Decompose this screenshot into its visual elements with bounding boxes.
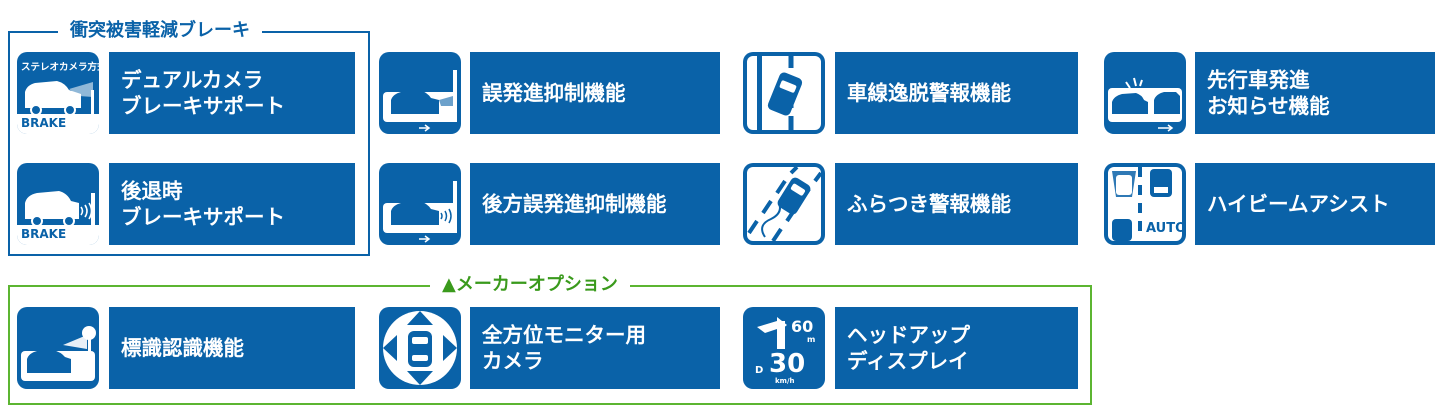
head-up-display-icon: 60 m D 30 km/h xyxy=(743,307,825,389)
feature-label-box: 先行車発進 お知らせ機能 xyxy=(1195,52,1435,134)
feature-label-box: デュアルカメラ ブレーキサポート xyxy=(109,52,355,134)
feature-label-line: 車線逸脱警報機能 xyxy=(847,81,1011,105)
hud-d-label: D xyxy=(755,365,764,376)
feature-label-box: 後退時 ブレーキサポート xyxy=(109,163,355,245)
feature-label-line: ブレーキサポート xyxy=(121,94,285,118)
dual-camera-car-icon: ステレオカメラ方式 BRAKE xyxy=(17,52,99,134)
feature-label-box: ハイビームアシスト xyxy=(1195,163,1435,245)
brake-group-title: 衝突被害軽減ブレーキ xyxy=(58,20,262,42)
feature-label-line: デュアルカメラ xyxy=(121,68,264,92)
high-beam-icon: AUTO xyxy=(1104,163,1186,245)
rear-misstart-car-icon xyxy=(379,163,461,245)
hud-limit-unit: m xyxy=(807,335,816,344)
hud-speed-unit: km/h xyxy=(775,377,795,385)
feature-label-line: 全方位モニター用 xyxy=(482,323,646,347)
feature-label-box: 標識認識機能 xyxy=(109,307,355,389)
feature-label-line: 後退時 xyxy=(121,179,183,203)
icon-brake-text: BRAKE xyxy=(21,227,67,241)
hud-speed-value: 30 xyxy=(769,349,806,379)
feature-label-box: 車線逸脱警報機能 xyxy=(835,52,1078,134)
reverse-brake-car-icon: BRAKE xyxy=(17,163,99,245)
feature-label-line: 先行車発進 xyxy=(1207,68,1310,92)
feature-label-box: 誤発進抑制機能 xyxy=(470,52,720,134)
feature-label-line: ブレーキサポート xyxy=(121,205,285,229)
wobble-warning-icon xyxy=(743,163,825,245)
sign-recognition-icon xyxy=(17,307,99,389)
lane-departure-icon xyxy=(743,52,825,134)
misstart-car-icon xyxy=(379,52,461,134)
feature-label-box: 後方誤発進抑制機能 xyxy=(470,163,720,245)
icon-auto-text: AUTO xyxy=(1146,221,1186,236)
feature-label-line: 標識認識機能 xyxy=(121,336,244,360)
feature-label-line: 後方誤発進抑制機能 xyxy=(482,192,667,216)
feature-label-line: ハイビームアシスト xyxy=(1207,192,1390,216)
feature-label-box: ヘッドアップ ディスプレイ xyxy=(835,307,1078,389)
hud-limit-value: 60 xyxy=(791,317,814,336)
feature-label-line: ふらつき警報機能 xyxy=(847,192,1011,216)
lead-car-departure-icon xyxy=(1104,52,1186,134)
feature-label-line: ヘッドアップ xyxy=(847,323,970,347)
option-group-title: ▲メーカーオプション xyxy=(430,274,630,296)
feature-label-box: 全方位モニター用 カメラ xyxy=(470,307,720,389)
icon-brake-text: BRAKE xyxy=(21,116,67,130)
feature-label-line: ディスプレイ xyxy=(847,349,969,373)
feature-label-line: お知らせ機能 xyxy=(1207,94,1330,118)
feature-label-box: ふらつき警報機能 xyxy=(835,163,1078,245)
around-view-camera-icon xyxy=(379,307,461,389)
icon-stereo-camera-text: ステレオカメラ方式 xyxy=(21,62,99,73)
feature-label-line: 誤発進抑制機能 xyxy=(482,81,626,105)
feature-label-line: カメラ xyxy=(482,349,544,373)
